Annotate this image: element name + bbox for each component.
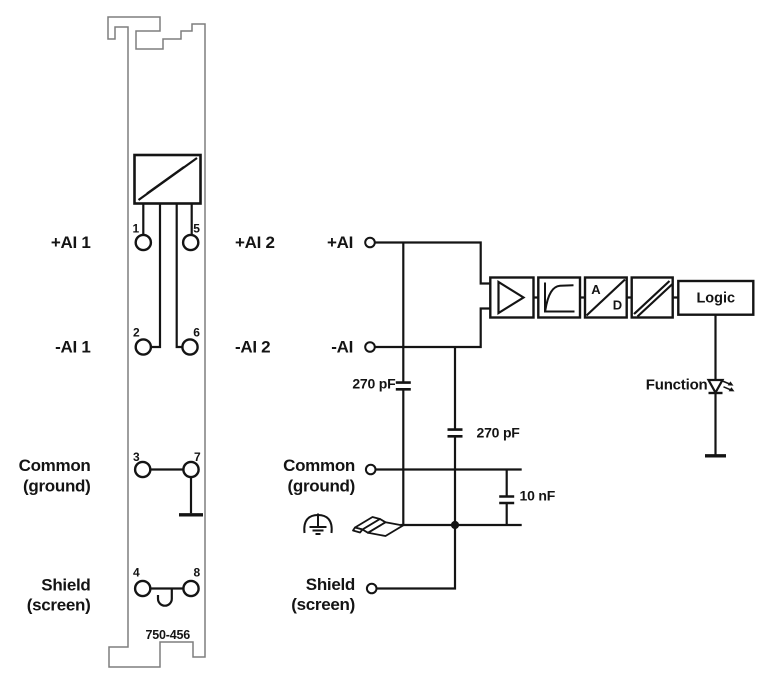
- label-sch-common-1: Common: [283, 456, 355, 475]
- pin-1-number: 1: [132, 222, 139, 236]
- pin-7-number: 7: [194, 450, 201, 464]
- module-labels: +AI 1 -AI 1 +AI 2 -AI 2 Common (ground) …: [19, 233, 275, 615]
- filter-curve-icon: [544, 284, 574, 312]
- filter-block: [537, 276, 582, 319]
- internal-schematic: +AI -AI Common (ground) Shield (screen): [283, 233, 755, 614]
- label-sch-shield-2: (screen): [291, 595, 355, 614]
- pin-1-contact: [134, 233, 153, 252]
- terminal-ai-minus: [364, 341, 376, 353]
- isolation-double-diagonal: [633, 280, 674, 318]
- pin-4-number: 4: [133, 565, 140, 579]
- adc-block: A D: [583, 276, 628, 319]
- label-sch-shield-1: Shield: [306, 575, 355, 594]
- label-sch-common-2: (ground): [288, 477, 355, 496]
- label-ai2-minus: -AI 2: [235, 338, 270, 357]
- pin-6-number: 6: [193, 326, 200, 340]
- processing-chain: A D Logic: [489, 276, 755, 319]
- wire-ai-minus: [374, 307, 491, 349]
- wire-ai-plus: [374, 241, 491, 285]
- io-module: 1 5 2 6 3 7 4 8 750-456 +AI 1 -AI 1 +AI …: [19, 16, 275, 668]
- amplifier-triangle-icon: [497, 280, 526, 315]
- schematic-terminal-labels: +AI -AI Common (ground) Shield (screen): [283, 233, 355, 614]
- pin-5-contact: [181, 233, 200, 252]
- adc-diagonal: [585, 278, 626, 317]
- wire-pin2: [151, 203, 162, 349]
- pin-2-number: 2: [133, 326, 140, 340]
- label-common-2: (ground): [23, 477, 90, 496]
- capacitor-c2-value: 270 pF: [477, 425, 521, 441]
- capacitor-c3-value: 10 nF: [520, 488, 556, 504]
- transducer-symbol: [133, 153, 202, 205]
- label-shield-2: (screen): [27, 596, 91, 615]
- adc-label-d: D: [613, 298, 622, 313]
- din-rail-icon: [352, 516, 404, 537]
- shield-hook-symbol: [156, 588, 173, 607]
- isolation-block: [630, 276, 674, 319]
- pin-8-contact: [182, 579, 200, 598]
- capacitor-c2-symbol: [447, 428, 463, 438]
- filter-axes-icon: [544, 282, 575, 313]
- pin-6-contact: [181, 338, 199, 356]
- module-pin-numbers: 1 5 2 6 3 7 4 8: [132, 222, 201, 580]
- wire-pin6: [175, 203, 183, 349]
- pin-3-contact: [133, 460, 152, 479]
- terminal-shield: [365, 582, 378, 595]
- pin-3-number: 3: [133, 450, 140, 464]
- label-shield-1: Shield: [41, 576, 90, 595]
- pin-7-contact: [182, 460, 200, 479]
- led-arrow-2-head: [728, 387, 735, 392]
- module-part-number: 750-456: [146, 628, 191, 642]
- led-triangle-icon: [706, 378, 725, 395]
- transducer-box: [133, 153, 202, 205]
- label-common-1: Common: [19, 456, 91, 475]
- module-wiring: [142, 203, 203, 607]
- pin-5-number: 5: [193, 222, 200, 236]
- amplifier-box: [489, 276, 535, 319]
- pin-4-contact: [133, 579, 152, 598]
- module-pins: [133, 233, 200, 598]
- functional-earth-icon: [303, 513, 333, 535]
- pin-8-number: 8: [194, 565, 201, 579]
- led-light-arrows-icon: [722, 380, 735, 392]
- function-led-branch: Function: [646, 314, 735, 458]
- adc-label-a: A: [591, 282, 601, 297]
- transducer-diagonal-short: [146, 166, 185, 195]
- terminal-ai-plus: [364, 236, 376, 249]
- led-arrow-1-head: [727, 381, 734, 386]
- module-outline: [107, 16, 206, 668]
- schematic-terminals: [364, 236, 378, 595]
- earth-bars: [309, 526, 327, 535]
- pin-2-contact: [134, 338, 153, 356]
- label-ai1-plus: +AI 1: [51, 233, 91, 252]
- label-ai1-minus: -AI 1: [55, 338, 90, 357]
- wire-shield: [376, 525, 457, 590]
- terminal-common: [364, 463, 377, 476]
- capacitors: 270 pF 270 pF 10 nF: [352, 376, 556, 505]
- label-ai2-plus: +AI 2: [235, 233, 275, 252]
- label-ai-plus: +AI: [327, 233, 353, 252]
- din-rail-bottom-flange: [367, 521, 404, 537]
- junction-dot: [450, 520, 460, 530]
- amplifier-block: [489, 276, 535, 319]
- function-led-label: Function: [646, 377, 708, 394]
- logic-block: Logic: [677, 279, 755, 316]
- capacitor-c1-value: 270 pF: [352, 376, 396, 392]
- label-ai-minus: -AI: [331, 338, 353, 357]
- logic-label: Logic: [696, 291, 735, 307]
- capacitor-c3-symbol: [499, 495, 515, 505]
- din-rail-end-face: [352, 526, 364, 534]
- schematic-wires: [374, 241, 522, 590]
- capacitor-c1-symbol: [395, 381, 411, 391]
